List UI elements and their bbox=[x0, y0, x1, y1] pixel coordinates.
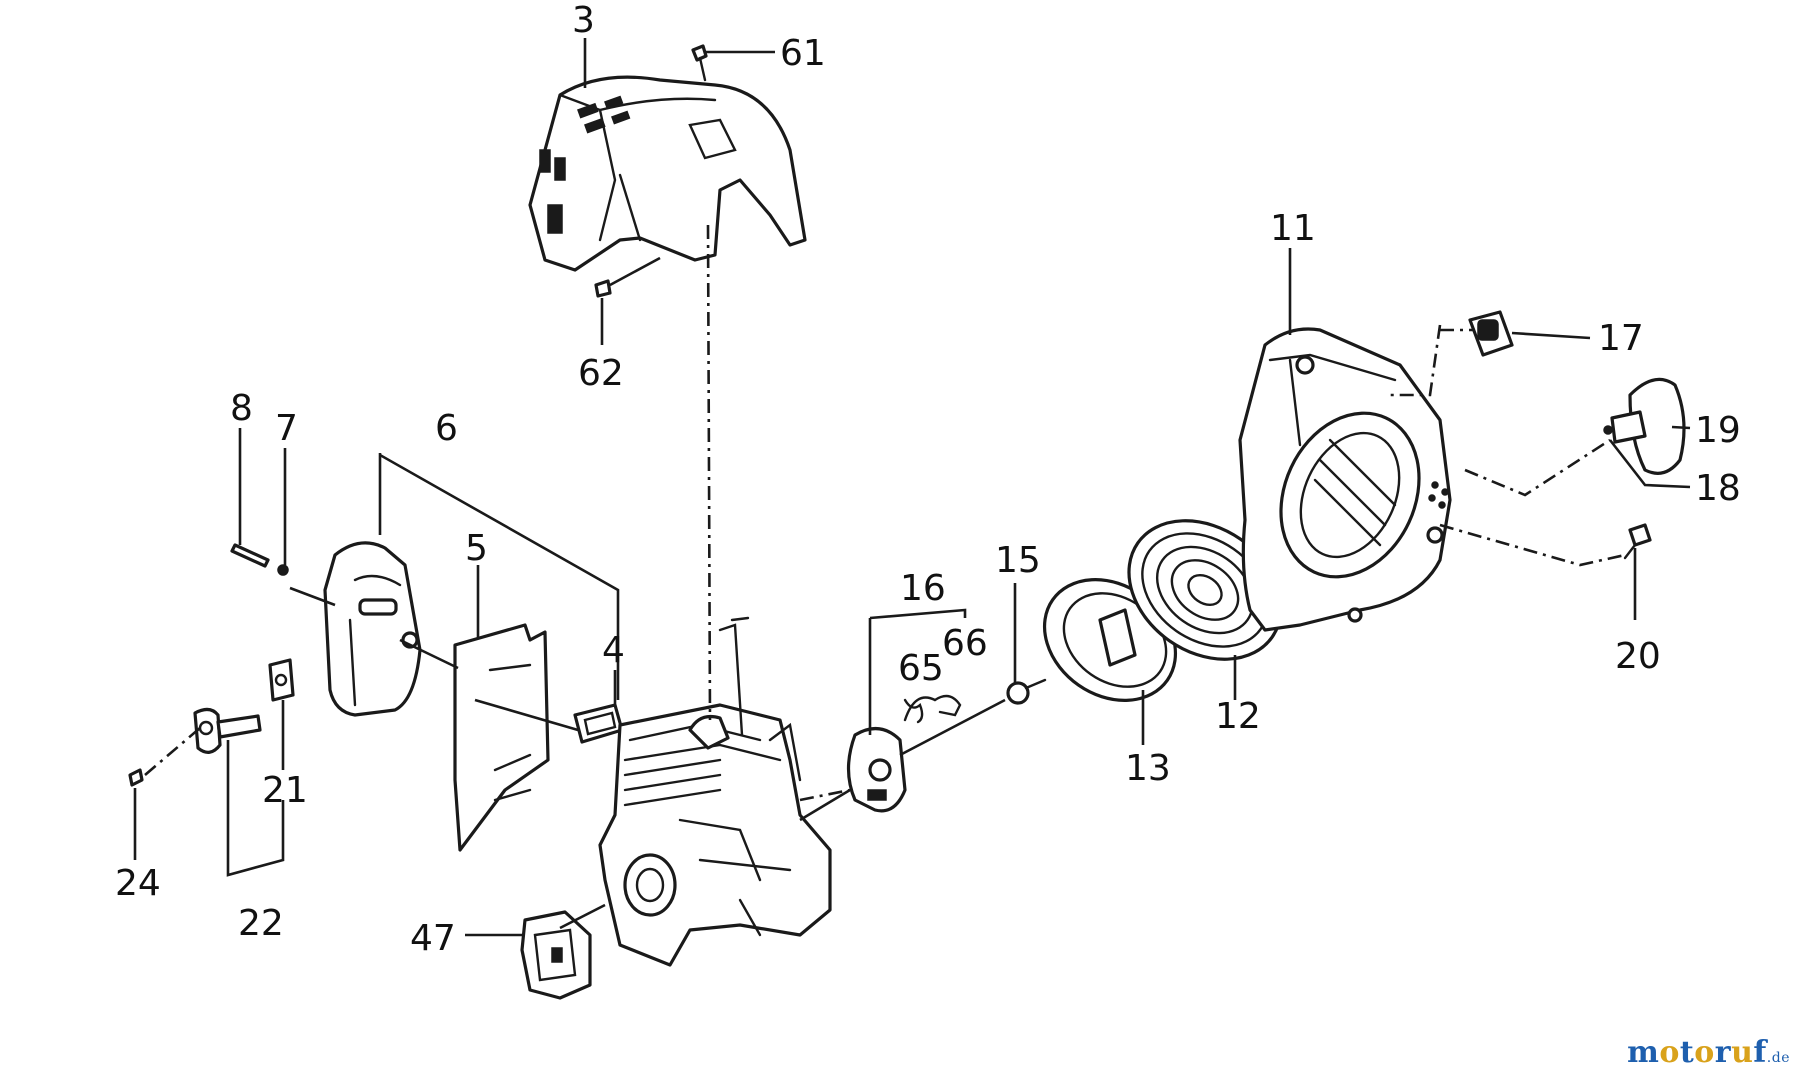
callout-3: 3 bbox=[572, 0, 595, 41]
starter-handle-part bbox=[1603, 377, 1686, 475]
brand-letter: o bbox=[1659, 1035, 1680, 1070]
callout-15: 15 bbox=[995, 540, 1041, 581]
callout-66: 66 bbox=[942, 623, 988, 664]
screw-15-part bbox=[1006, 678, 1047, 705]
callout-12: 12 bbox=[1215, 696, 1261, 737]
screw-62-part bbox=[594, 279, 612, 298]
motoruf-watermark: motoruf.de bbox=[1627, 1035, 1790, 1070]
screw-24-part bbox=[128, 768, 144, 787]
brand-suffix: .de bbox=[1766, 1050, 1790, 1066]
leader-lines bbox=[133, 38, 1691, 937]
callout-17: 17 bbox=[1598, 318, 1644, 359]
gasket-part bbox=[573, 703, 624, 744]
callout-5: 5 bbox=[465, 528, 488, 569]
callout-16: 16 bbox=[900, 568, 946, 609]
callout-22: 22 bbox=[238, 903, 284, 944]
callout-13: 13 bbox=[1125, 748, 1171, 789]
bolt-8-part bbox=[230, 543, 270, 568]
brand-letter: t bbox=[1679, 1035, 1695, 1070]
callout-19: 19 bbox=[1695, 410, 1741, 451]
heat-shield-part bbox=[453, 623, 550, 852]
brand-letter: f bbox=[1753, 1035, 1767, 1070]
bolt-20-part bbox=[1623, 523, 1652, 560]
callout-8: 8 bbox=[230, 388, 253, 429]
plate-21-part bbox=[268, 658, 295, 702]
stud-22-part bbox=[193, 707, 262, 754]
callout-18: 18 bbox=[1695, 468, 1741, 509]
callout-4: 4 bbox=[602, 630, 625, 671]
starter-housing-part bbox=[1238, 327, 1452, 632]
brand-letter: o bbox=[1694, 1035, 1715, 1070]
callout-61: 61 bbox=[780, 33, 826, 74]
callout-numbers: 3 61 62 11 17 19 18 20 8 7 6 5 4 16 15 6… bbox=[115, 0, 1741, 959]
alignment-lines bbox=[144, 224, 1626, 802]
engine-block-part bbox=[598, 616, 832, 967]
intake-bracket-part bbox=[520, 910, 592, 1000]
ignition-coil-part bbox=[846, 694, 962, 813]
callout-65: 65 bbox=[898, 648, 944, 689]
grommet-17-part bbox=[1468, 310, 1514, 357]
callout-21: 21 bbox=[262, 770, 308, 811]
brand-letter: m bbox=[1627, 1035, 1660, 1070]
callout-47: 47 bbox=[410, 918, 456, 959]
callout-62: 62 bbox=[578, 353, 624, 394]
callout-11: 11 bbox=[1270, 208, 1316, 249]
callout-24: 24 bbox=[115, 863, 161, 904]
washer-7-part bbox=[277, 564, 289, 576]
callout-20: 20 bbox=[1615, 636, 1661, 677]
top-cover-part bbox=[528, 75, 807, 272]
callout-6: 6 bbox=[435, 408, 458, 449]
brand-letter: u bbox=[1731, 1035, 1754, 1070]
callout-7: 7 bbox=[275, 408, 298, 449]
screw-61-part bbox=[691, 44, 708, 82]
muffler-part bbox=[323, 541, 422, 717]
brand-letter: r bbox=[1714, 1035, 1732, 1070]
